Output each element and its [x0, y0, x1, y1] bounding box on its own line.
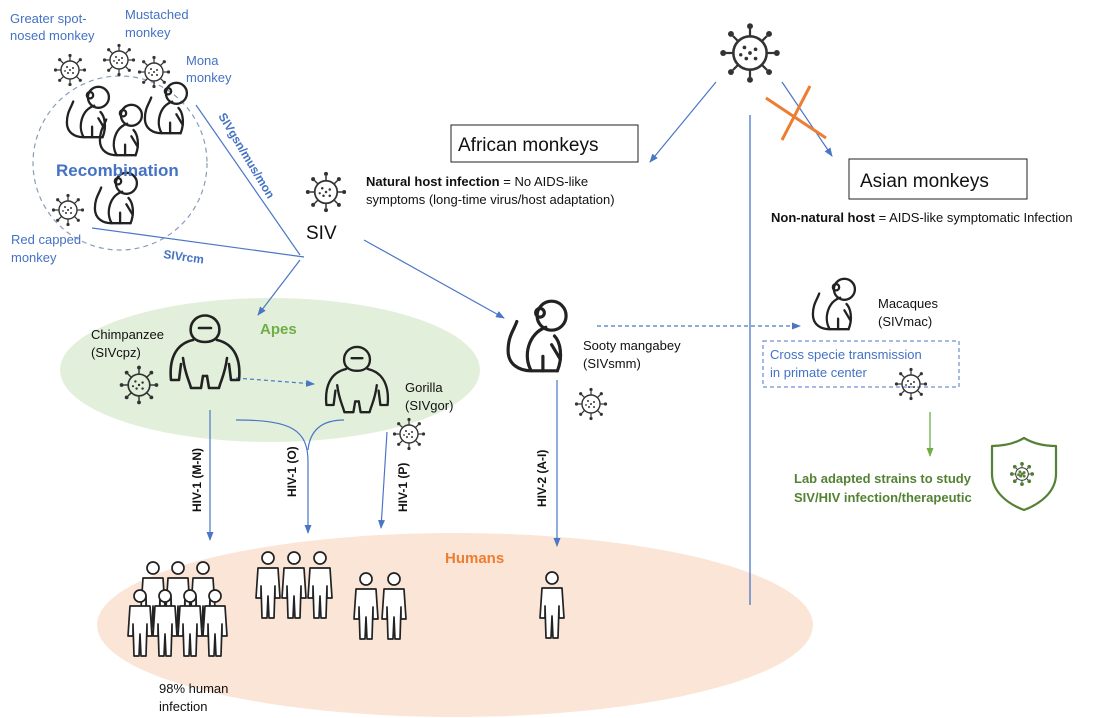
chimpanzee-label-1: Chimpanzee [91, 327, 164, 342]
asian-monkeys-title: Asian monkeys [860, 171, 989, 192]
hiv1-p-label: HIV-1 (P) [396, 463, 410, 512]
monkey-species-labels: Greater spot- nosed monkey Mustached mon… [10, 7, 232, 265]
apes-region [60, 298, 480, 442]
natural-host-line-1: Natural host infection = No AIDS-like [366, 174, 588, 189]
arrow-virus-to-asian [781, 81, 833, 157]
sooty-mangabey-label-1: Sooty mangabey [583, 338, 681, 353]
arrow-chimp-to-gorilla [235, 377, 315, 387]
hiv2-label: HIV-2 (A-I) [535, 450, 549, 507]
asian-monkeys-box [848, 158, 1028, 200]
african-monkeys-title: African monkeys [458, 135, 598, 156]
sooty-mangabey-label-2: (SIVsmm) [583, 356, 641, 371]
african-monkeys-box [450, 124, 639, 163]
red-capped-label-1: Red capped [11, 232, 81, 247]
chimpanzee-label-2: (SIVcpz) [91, 345, 141, 360]
humans-label: Humans [445, 550, 504, 567]
recombination-circle [32, 75, 208, 251]
arrow-rcm-to-siv [91, 227, 305, 258]
arrow-hiv1-p [378, 431, 388, 529]
red-capped-label-2: monkey [11, 250, 57, 265]
gorilla-label-2: (SIVgor) [405, 398, 453, 413]
non-natural-host-line: Non-natural host = AIDS-like symptomatic… [771, 210, 1073, 225]
cross-specie-box [762, 340, 960, 388]
greater-spot-nosed-label-1: Greater spot- [10, 11, 87, 26]
non-natural-host-rest: = AIDS-like symptomatic Infection [875, 210, 1073, 225]
transmission-arrows [91, 81, 833, 547]
hiv1-mn-label: HIV-1 (M-N) [190, 448, 204, 512]
greater-spot-nosed-label-2: nosed monkey [10, 28, 95, 43]
siv-gsn-mus-mon-label: SIVgsn/mus/mon [215, 110, 277, 201]
natural-host-bold: Natural host infection [366, 174, 500, 189]
arrow-virus-to-african [649, 81, 717, 163]
human-infection-label-1: 98% human [159, 681, 228, 696]
hiv1-o-label: HIV-1 (O) [285, 446, 299, 497]
arrow-siv-to-sooty [363, 239, 505, 319]
arrow-gsn-to-siv [195, 104, 301, 256]
cross-specie-label-2: in primate center [770, 365, 867, 380]
human-infection-label-2: infection [159, 699, 207, 714]
apes-label: Apes [260, 321, 297, 338]
mustached-label-1: Mustached [125, 7, 189, 22]
natural-host-line-2: symptoms (long-time virus/host adaptatio… [366, 192, 615, 207]
mona-label-1: Mona [186, 53, 219, 68]
blocked-cross-icon [765, 85, 827, 141]
lab-adapted-label-1: Lab adapted strains to study [794, 471, 972, 486]
mustached-label-2: monkey [125, 25, 171, 40]
siv-rcm-label: SIVrcm [163, 247, 205, 267]
recombination-label: Recombination [56, 161, 179, 180]
arrow-hiv1-o-join [307, 419, 345, 451]
mona-label-2: monkey [186, 70, 232, 85]
siv-label: SIV [306, 223, 337, 244]
natural-host-rest: = No AIDS-like [500, 174, 589, 189]
arrow-siv-to-chimp [257, 259, 301, 316]
gorilla-label-1: Gorilla [405, 380, 443, 395]
non-natural-host-bold: Non-natural host [771, 210, 876, 225]
macaques-label-2: (SIVmac) [878, 314, 932, 329]
lab-adapted-label-2: SIV/HIV infection/therapeutic [794, 490, 972, 505]
cross-specie-label-1: Cross specie transmission [770, 347, 922, 362]
macaques-label-1: Macaques [878, 296, 938, 311]
arrow-hiv1-o [235, 419, 312, 534]
shield-icon [990, 436, 1058, 512]
